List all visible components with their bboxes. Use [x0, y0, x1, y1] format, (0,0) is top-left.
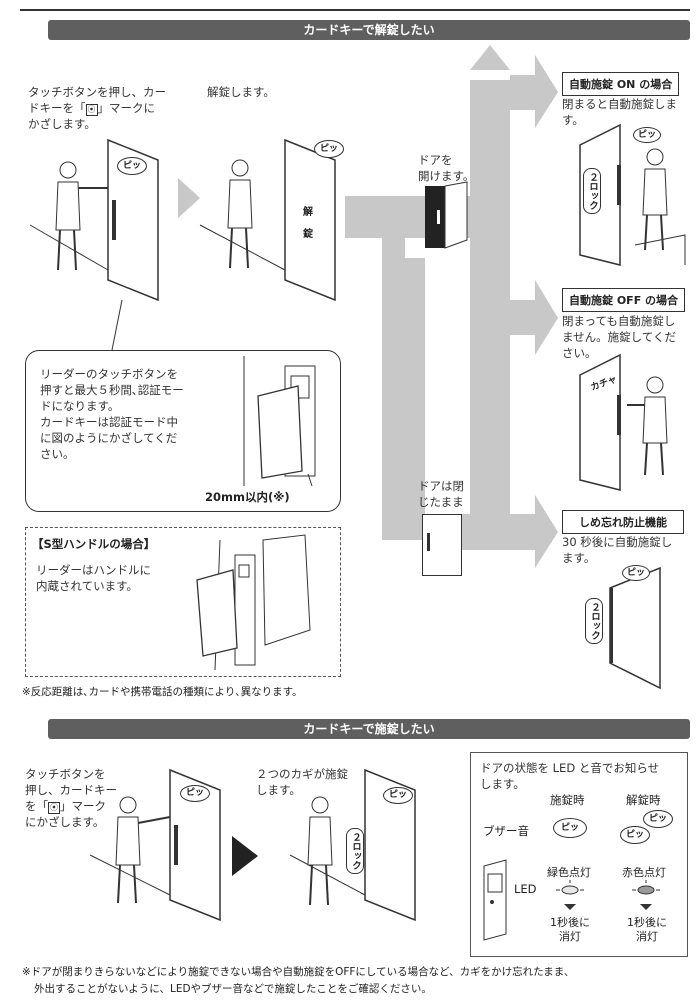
auto-lock-off-illustration [579, 353, 668, 491]
unlock-step1-text: タッチボタンを押し、カー ドキーを「⦿」マークに かざします。 [28, 85, 166, 131]
s-handle-title: 【S型ハンドルの場合】 [32, 537, 156, 551]
door-closed-icon [422, 514, 462, 576]
unlock-label: 解 錠 [303, 207, 313, 240]
section-title-unlock: カードキーで解錠したい [48, 20, 690, 40]
led-info-box [470, 752, 688, 957]
two-lock-label-forget: ２ロック [585, 598, 603, 644]
lock-person-locked-illustration [289, 768, 416, 922]
touch-mark-icon: ⦿ [85, 104, 98, 116]
beep-bubble: ピッ [117, 157, 147, 175]
auto-lock-off-title: 自動施錠 OFF の場合 [562, 288, 686, 312]
red-led-icon [632, 880, 660, 910]
led-reader-icon [483, 859, 507, 941]
red-off-after: 1秒後に 消灯 [627, 916, 667, 943]
callout-line [111, 299, 123, 351]
buzzer-unlocked-bubble-1: ピッ [620, 826, 650, 844]
green-on-label: 緑色点灯 [547, 866, 591, 879]
buzzer-unlocked-bubble-2: ピッ [643, 810, 673, 828]
beep-bubble-auto-on: ピッ [633, 127, 661, 143]
auto-lock-on-title: 自動施錠 ON の場合 [562, 72, 680, 96]
door-closed-text: ドアは閉 じたまま [418, 479, 464, 509]
forget-prevent-title: しめ忘れ防止機能 [562, 510, 684, 534]
forget-prevent-illustration [609, 566, 661, 690]
s-handle-box [25, 527, 341, 677]
card-over-reader-illustration [243, 356, 316, 487]
step-arrow-icon [232, 836, 258, 876]
unlock-step2-text: 解錠します。 [207, 85, 275, 99]
auto-lock-off-text: 閉まっても自動施錠し ません。施錠してくだ さい。 [562, 314, 676, 360]
touch-mark-icon-2: ⦿ [48, 802, 60, 814]
col-unlocked: 解錠時 [626, 793, 661, 807]
beep-bubble-lock-2: ピッ [383, 787, 413, 804]
door-open-icon [425, 181, 468, 249]
beep-bubble-2: ピッ [314, 140, 344, 158]
col-locked: 施錠時 [550, 793, 585, 807]
led-label: LED [514, 882, 537, 896]
person-unlocked-illustration [199, 138, 336, 302]
beep-bubble-lock: ピッ [180, 785, 210, 802]
led-info-text: ドアの状態を LED と音でお知らせ します。 [480, 761, 660, 791]
door-open-text: ドアを 開けます。 [418, 153, 475, 183]
buzzer-locked-bubble: ピッ [553, 818, 587, 838]
section-title-lock: カードキーで施錠したい [48, 719, 690, 739]
green-led-icon [556, 880, 584, 910]
distance-note: ※反応距離は､カードや携帯電話の種類により､異なります。 [22, 686, 303, 698]
two-lock-label: ２ロック [583, 168, 601, 214]
auto-lock-on-text: 閉まると自動施錠しま す。 [562, 97, 677, 127]
s-handle-illustration [196, 534, 311, 671]
lock-step2-text: ２つのカギが施錠 します。 [256, 767, 348, 797]
buzzer-label: ブザー音 [483, 824, 529, 838]
two-lock-label-lock: ２ロック [346, 828, 364, 874]
footnote: ※ドアが閉まりきらないなどにより施錠できない場合や自動施錠をOFFにしている場合… [22, 966, 575, 995]
beep-bubble-forget: ピッ [622, 565, 650, 581]
person-touching-reader-illustration [29, 138, 159, 302]
reader-info-box [25, 350, 341, 512]
lock-person-touching-illustration [89, 768, 221, 922]
distance-label: 20mm以内(※) [205, 490, 290, 504]
lock-step1-text: タッチボタンを 押し、カードキー を「⦿」マーク にかざします。 [25, 767, 117, 829]
top-rule [20, 9, 690, 11]
forget-prevent-text: 30 秒後に自動施錠し ます。 [562, 535, 673, 565]
red-on-label: 赤色点灯 [622, 866, 666, 879]
green-off-after: 1秒後に 消灯 [550, 916, 590, 943]
reader-info-text: リーダーのタッチボタンを 押すと最大５秒間､認証モー ドになります。 カードキー… [40, 367, 184, 461]
s-handle-text: リーダーはハンドルに 内蔵されています。 [36, 563, 151, 593]
